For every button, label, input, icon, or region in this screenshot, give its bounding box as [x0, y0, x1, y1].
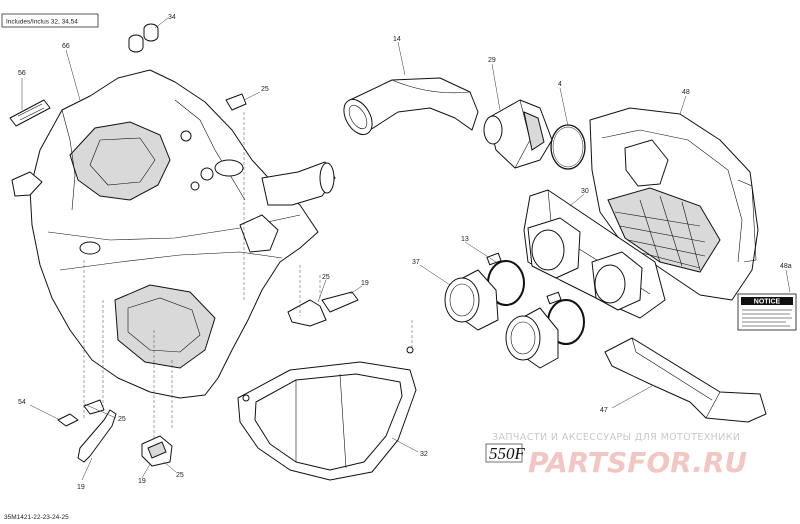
assembly-dashed-lines [83, 112, 413, 440]
bracket-25-low [141, 435, 173, 467]
callout-13: 13 [461, 236, 469, 243]
filter-cover-48 [589, 107, 759, 301]
watermark-brand: PARTSFOR.RU [528, 446, 747, 479]
strap-19-low [77, 399, 117, 463]
callout-37: 37 [412, 259, 420, 266]
coupler-37b [505, 307, 559, 369]
callout-4: 4 [558, 81, 562, 88]
callout-14: 14 [393, 36, 401, 43]
callout-30: 30 [581, 188, 589, 195]
callout-29: 29 [488, 57, 496, 64]
gasket-frame-32 [237, 346, 417, 481]
label-56 [9, 99, 51, 127]
bracket-25-mid [287, 299, 327, 327]
filter-element-30 [523, 189, 666, 319]
callout-32: 32 [420, 451, 428, 458]
callout-48a: 48a [780, 263, 792, 270]
callout-19-low: 19 [77, 484, 85, 491]
callout-25-top: 25 [261, 86, 269, 93]
callout-66: 66 [62, 43, 70, 50]
callout-34: 34 [168, 14, 176, 21]
callout-48: 48 [682, 89, 690, 96]
callout-56: 56 [18, 70, 26, 77]
callout-labels: 34 66 56 25 14 29 4 48 30 13 37 25 19 48… [18, 14, 792, 491]
callout-leaders [21, 17, 791, 481]
callout-25-bracket: 25 [176, 472, 184, 479]
base-plate-47 [604, 337, 767, 423]
callout-25-low: 25 [118, 416, 126, 423]
callout-19-bracket: 19 [138, 478, 146, 485]
pad-54 [57, 413, 79, 427]
notice-title: NOTICE [754, 299, 781, 306]
model-badge: 550F [489, 444, 526, 463]
notice-label-48a: NOTICE [737, 293, 797, 331]
includes-note-text: Includes/Inclus 32, 34,54 [6, 19, 78, 26]
callout-47: 47 [600, 407, 608, 414]
airbox-housing [11, 69, 336, 399]
model-badge-frame [485, 443, 523, 463]
callout-25-mid: 25 [322, 274, 330, 281]
clip-25-top [225, 93, 247, 111]
grommets-34 [128, 23, 159, 53]
strap-19-mid [321, 291, 359, 313]
drawing-code: 35M1421-22-23-24-25 [4, 514, 69, 521]
callout-19-mid: 19 [361, 280, 369, 287]
o-ring-4 [550, 124, 586, 170]
includes-note: Includes/Inclus 32, 34,54 [1, 13, 99, 28]
callout-54: 54 [18, 399, 26, 406]
inlet-duct-14 [343, 77, 479, 136]
coupler-37a [444, 269, 499, 331]
adapter-29 [483, 99, 553, 169]
watermark: ЗАПЧАСТИ И АКСЕССУАРЫ ДЛЯ МОТОТЕХНИКИ 55… [485, 432, 747, 479]
watermark-tagline: ЗАПЧАСТИ И АКСЕССУАРЫ ДЛЯ МОТОТЕХНИКИ [492, 432, 740, 443]
